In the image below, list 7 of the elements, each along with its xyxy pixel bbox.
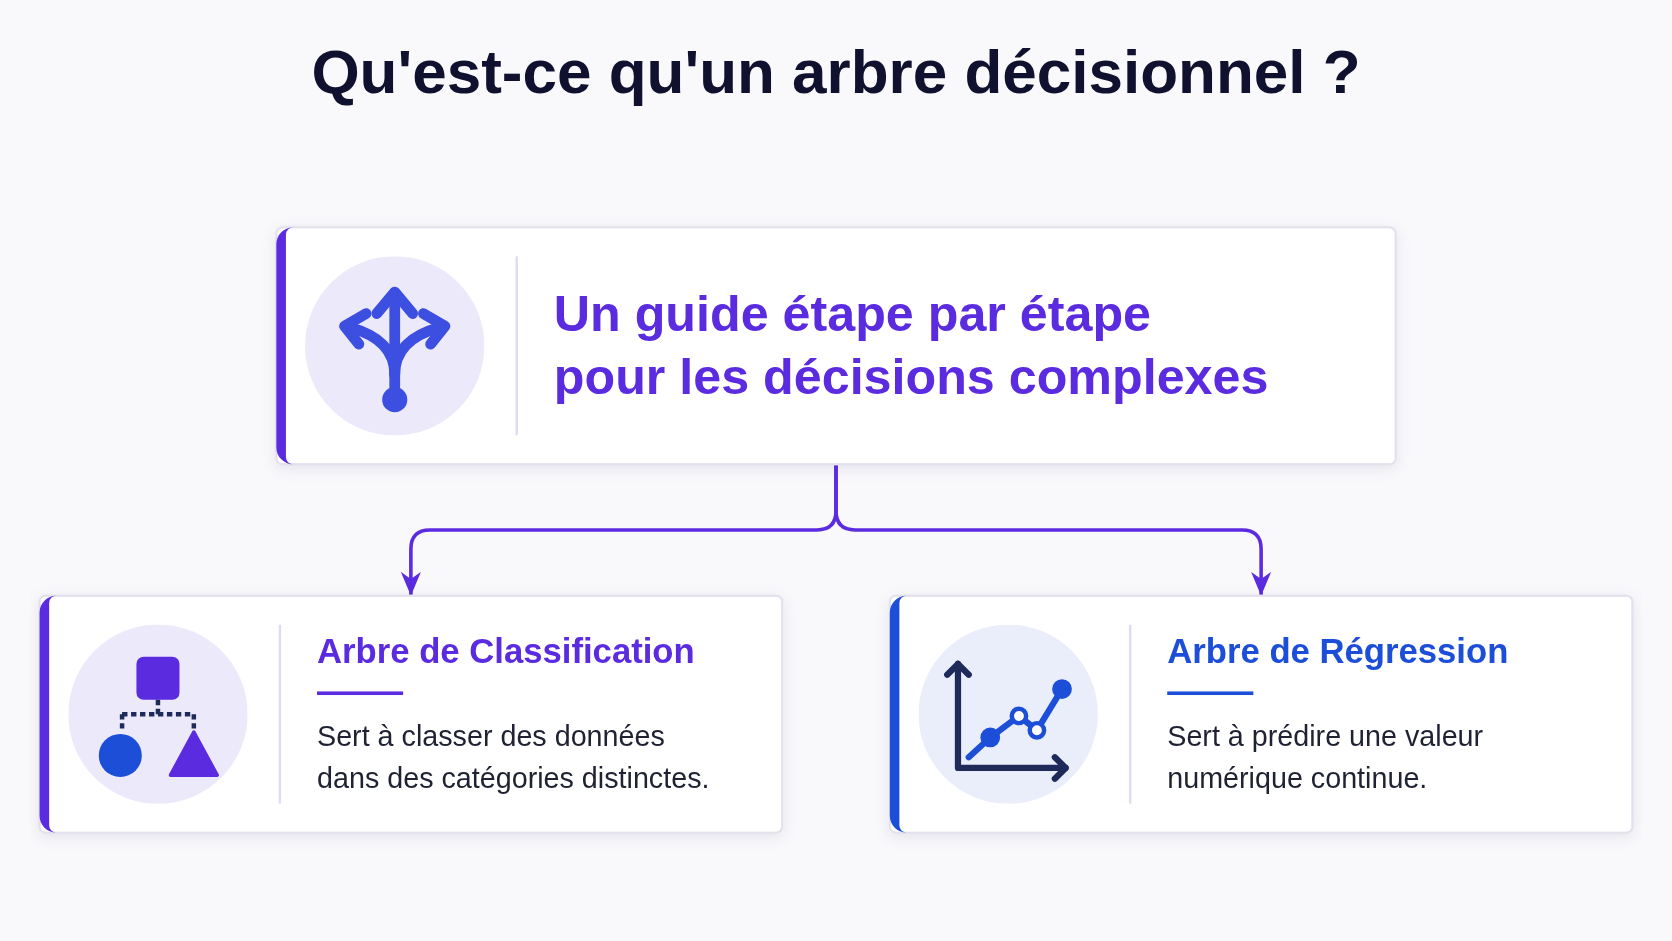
card-heading: Arbre de Régression [1167,630,1510,672]
title: Qu'est-ce qu'un arbre décisionnel ? [311,36,1361,107]
card-description: Sert à classer des données dans des catégories distinctes. [317,718,711,796]
card-heading: Un guide étape par étape pour les décisions complexes [553,284,1270,407]
card-heading: Arbre de Classification [317,630,696,672]
arrow [834,464,1272,596]
card-description: Sert à prédire une valeur numérique continue. [1167,718,1485,796]
